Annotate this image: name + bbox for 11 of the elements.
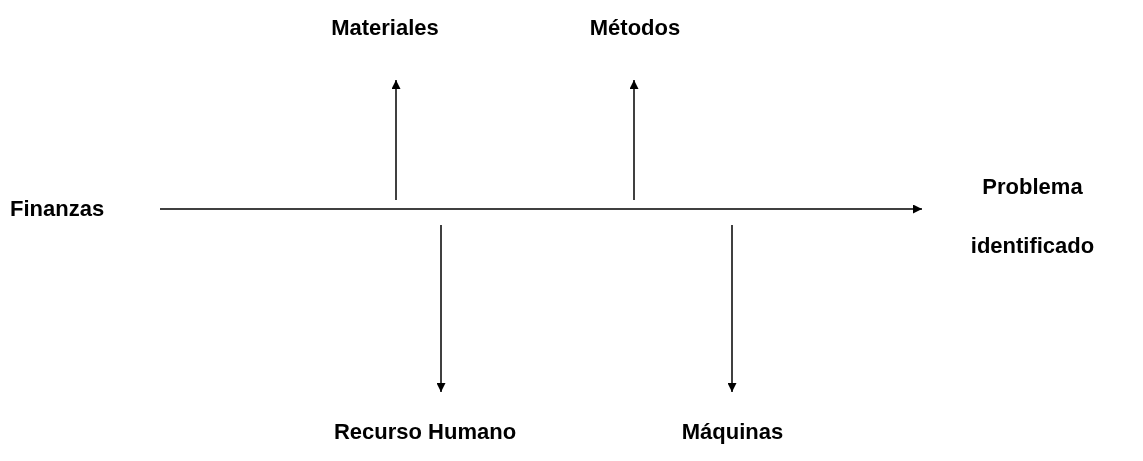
arrow (159, 204, 923, 214)
arrow (629, 79, 639, 201)
arrow (391, 79, 401, 201)
arrow (436, 224, 446, 393)
node-label: Materiales (290, 13, 480, 80)
node-label: Problema identificado (922, 157, 1143, 277)
arrow (727, 224, 737, 393)
node-label: Recurso Humano (280, 392, 570, 452)
node-label: Finanzas (10, 194, 160, 224)
node-label: Máquinas (660, 392, 805, 452)
node-label: Métodos (560, 13, 710, 80)
